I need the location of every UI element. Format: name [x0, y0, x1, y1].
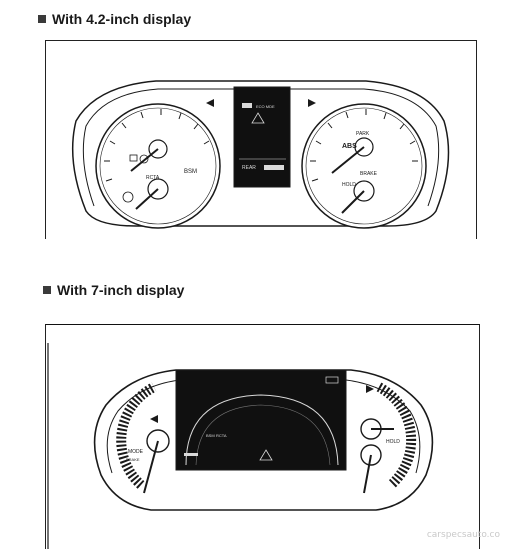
warning-icon [251, 112, 265, 124]
turn-right-arrow-icon [308, 99, 316, 107]
warning-icon [259, 449, 273, 461]
fuel-icon [325, 376, 339, 384]
hold-label: HOLD [342, 182, 356, 188]
rcta-label: RCTA [216, 433, 227, 438]
bullet-square-icon [38, 15, 46, 23]
cluster-7-illustration: MODE BRAKE BSM RCTA HOLD [47, 343, 434, 549]
center-7-inch-display: BSM RCTA [175, 369, 347, 471]
cluster-42-illustration: BSM RCTA ECO MDE REAR [71, 80, 450, 229]
center-multi-information-display: ECO MDE REAR [206, 86, 316, 188]
right-speedometer-gauge: ABS PARK HOLD BRAKE [301, 103, 427, 229]
bsm-label: BSM [206, 433, 215, 438]
turn-right-arrow-icon [366, 385, 374, 393]
brake-label-left: BRAKE [126, 457, 140, 462]
turn-left-arrow-icon [150, 415, 158, 423]
mode-label: MODE [128, 449, 144, 455]
turn-left-arrow-icon [206, 99, 214, 107]
rcta-label: RCTA [146, 175, 160, 181]
left-arc-gauge: MODE BRAKE [116, 382, 170, 494]
right-arc-gauge: HOLD [360, 382, 417, 494]
bsm-label: BSM [184, 169, 197, 175]
section-heading-7-inch: With 7-inch display [43, 282, 184, 298]
hold-label: HOLD [386, 439, 400, 445]
cluster-7-figure-frame: MODE BRAKE BSM RCTA HOLD [45, 324, 480, 549]
brake-label: BRAKE [360, 171, 378, 177]
watermark: carspecsauto.co [426, 530, 500, 540]
cluster-42-figure-frame: BSM RCTA ECO MDE REAR [45, 40, 477, 239]
section-heading-4-2-inch: With 4.2-inch display [38, 11, 191, 27]
bullet-square-icon [43, 286, 51, 294]
park-label: PARK [356, 131, 370, 137]
abs-label: ABS [342, 143, 357, 150]
section-title: With 4.2-inch display [52, 11, 192, 27]
section-title: With 7-inch display [57, 282, 185, 298]
eco-mode-text: ECO MDE [256, 104, 275, 109]
left-tachometer-gauge: BSM RCTA [95, 103, 221, 229]
rear-text: REAR [242, 165, 256, 171]
